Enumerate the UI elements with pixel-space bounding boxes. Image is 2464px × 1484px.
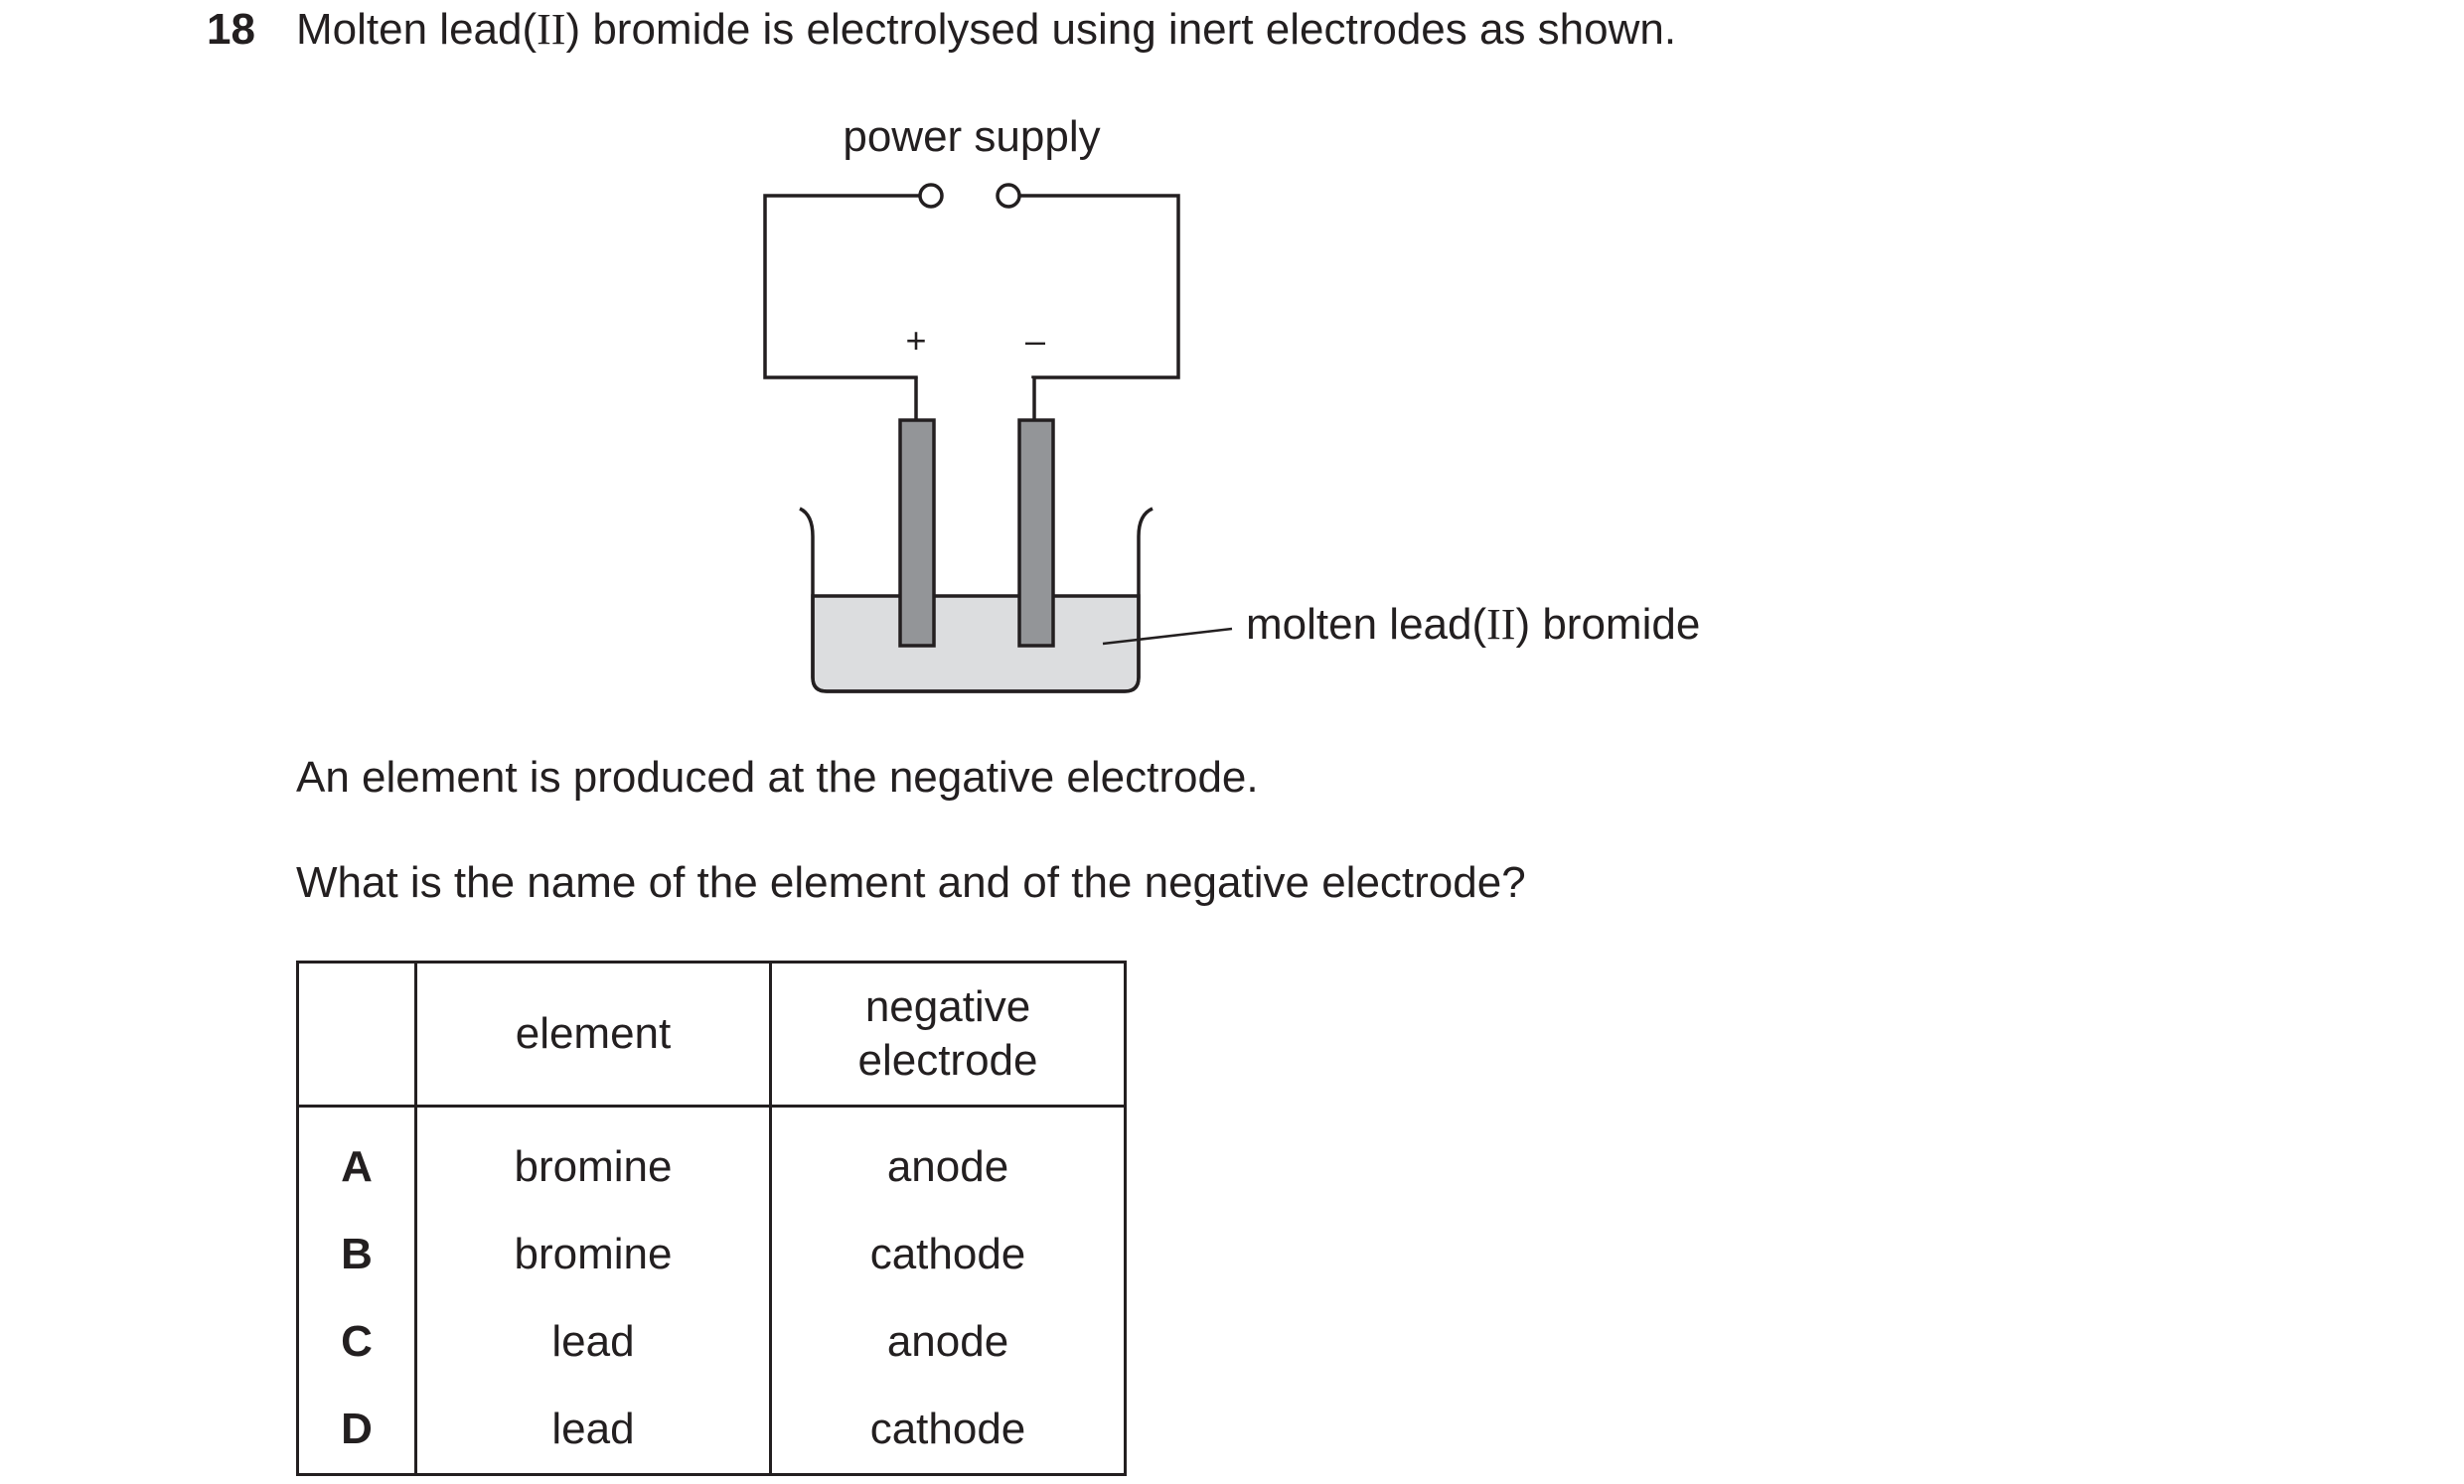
left-wire (763, 194, 920, 379)
positive-sign: + (905, 320, 926, 361)
circuit-wires (763, 194, 1180, 379)
option-negative-electrode: cathode (769, 1211, 1127, 1298)
option-key: A (296, 1106, 417, 1211)
table-row[interactable]: A bromine anode (296, 1106, 1127, 1211)
header-negative-electrode: negative electrode (769, 961, 1127, 1108)
molten-lead-bromide-electrolyte (811, 594, 1141, 693)
statement-text: An element is produced at the negative e… (296, 753, 1259, 802)
electrolyte-label-part-1: molten lead( (1246, 600, 1486, 649)
electrolysis-diagram: power supply + – molten lead(II) bromide (763, 112, 1700, 693)
electrolyte-label-roman: II (1486, 600, 1515, 649)
electrolyte-label-leader (1102, 627, 1233, 646)
electrolyte-label-part-2: ) bromide (1515, 600, 1700, 649)
negative-electrode (1017, 418, 1055, 648)
electrolyte-label: molten lead(II) bromide (1246, 600, 1700, 649)
option-negative-electrode: anode (769, 1298, 1127, 1386)
negative-sign: – (1025, 320, 1045, 361)
beaker (799, 507, 1154, 693)
answer-options-table: element negative electrode A bromine ano… (296, 961, 1127, 1476)
option-negative-electrode: anode (769, 1106, 1127, 1211)
positive-electrode (898, 418, 936, 648)
question-text-part-2: ) bromide is electrolysed using inert el… (565, 5, 1677, 54)
table-row[interactable]: B bromine cathode (296, 1211, 1127, 1298)
question-text-roman: II (537, 5, 566, 54)
table-row[interactable]: C lead anode (296, 1298, 1127, 1386)
table-row[interactable]: D lead cathode (296, 1386, 1127, 1476)
positive-terminal (918, 183, 944, 209)
header-element: element (414, 961, 772, 1108)
option-element: lead (414, 1386, 772, 1476)
option-key: D (296, 1386, 417, 1476)
header-negative-electrode-line-1: negative (864, 982, 1031, 1031)
option-element: bromine (414, 1211, 772, 1298)
option-key: B (296, 1211, 417, 1298)
header-key-cell (296, 961, 417, 1108)
negative-terminal (996, 183, 1021, 209)
header-negative-electrode-line-2: electrode (857, 1036, 1038, 1085)
option-element: lead (414, 1298, 772, 1386)
option-element: bromine (414, 1106, 772, 1211)
table-header-row: element negative electrode (296, 961, 1127, 1108)
option-key: C (296, 1298, 417, 1386)
prompt-text: What is the name of the element and of t… (296, 858, 1526, 907)
power-supply-label: power supply (843, 112, 1100, 161)
option-negative-electrode: cathode (769, 1386, 1127, 1476)
question-text: Molten lead(II) bromide is electrolysed … (296, 2, 1676, 58)
question-text-part-1: Molten lead( (296, 5, 538, 54)
question-number: 18 (207, 5, 255, 54)
